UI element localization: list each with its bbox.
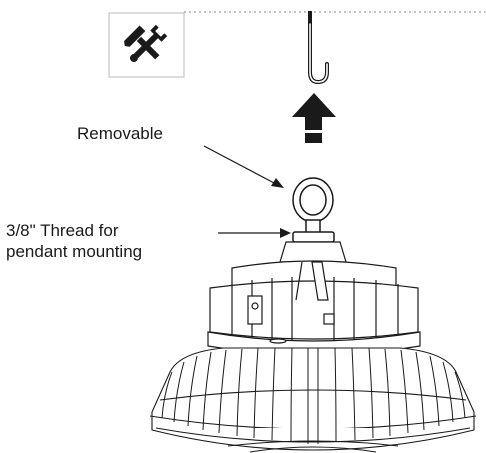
j-hook-icon (308, 11, 329, 85)
thread-label: 3/8" Thread for pendant mounting (6, 220, 142, 262)
lens (227, 440, 399, 453)
driver-housing (209, 241, 419, 342)
heat-sink (149, 347, 477, 451)
heat-sink-fins (161, 347, 466, 444)
removable-callout-arrow (203, 145, 284, 188)
up-arrow-icon (292, 93, 336, 143)
thread-label-line-2: pendant mounting (6, 242, 143, 261)
eye-bolt (292, 177, 335, 243)
removable-label: Removable (77, 124, 163, 143)
thread-callout-arrow (218, 228, 291, 238)
thread-label-line-1: 3/8" Thread for (6, 221, 119, 240)
hammer-wrench-tools-icon (124, 24, 168, 63)
tool-badge (108, 12, 185, 78)
